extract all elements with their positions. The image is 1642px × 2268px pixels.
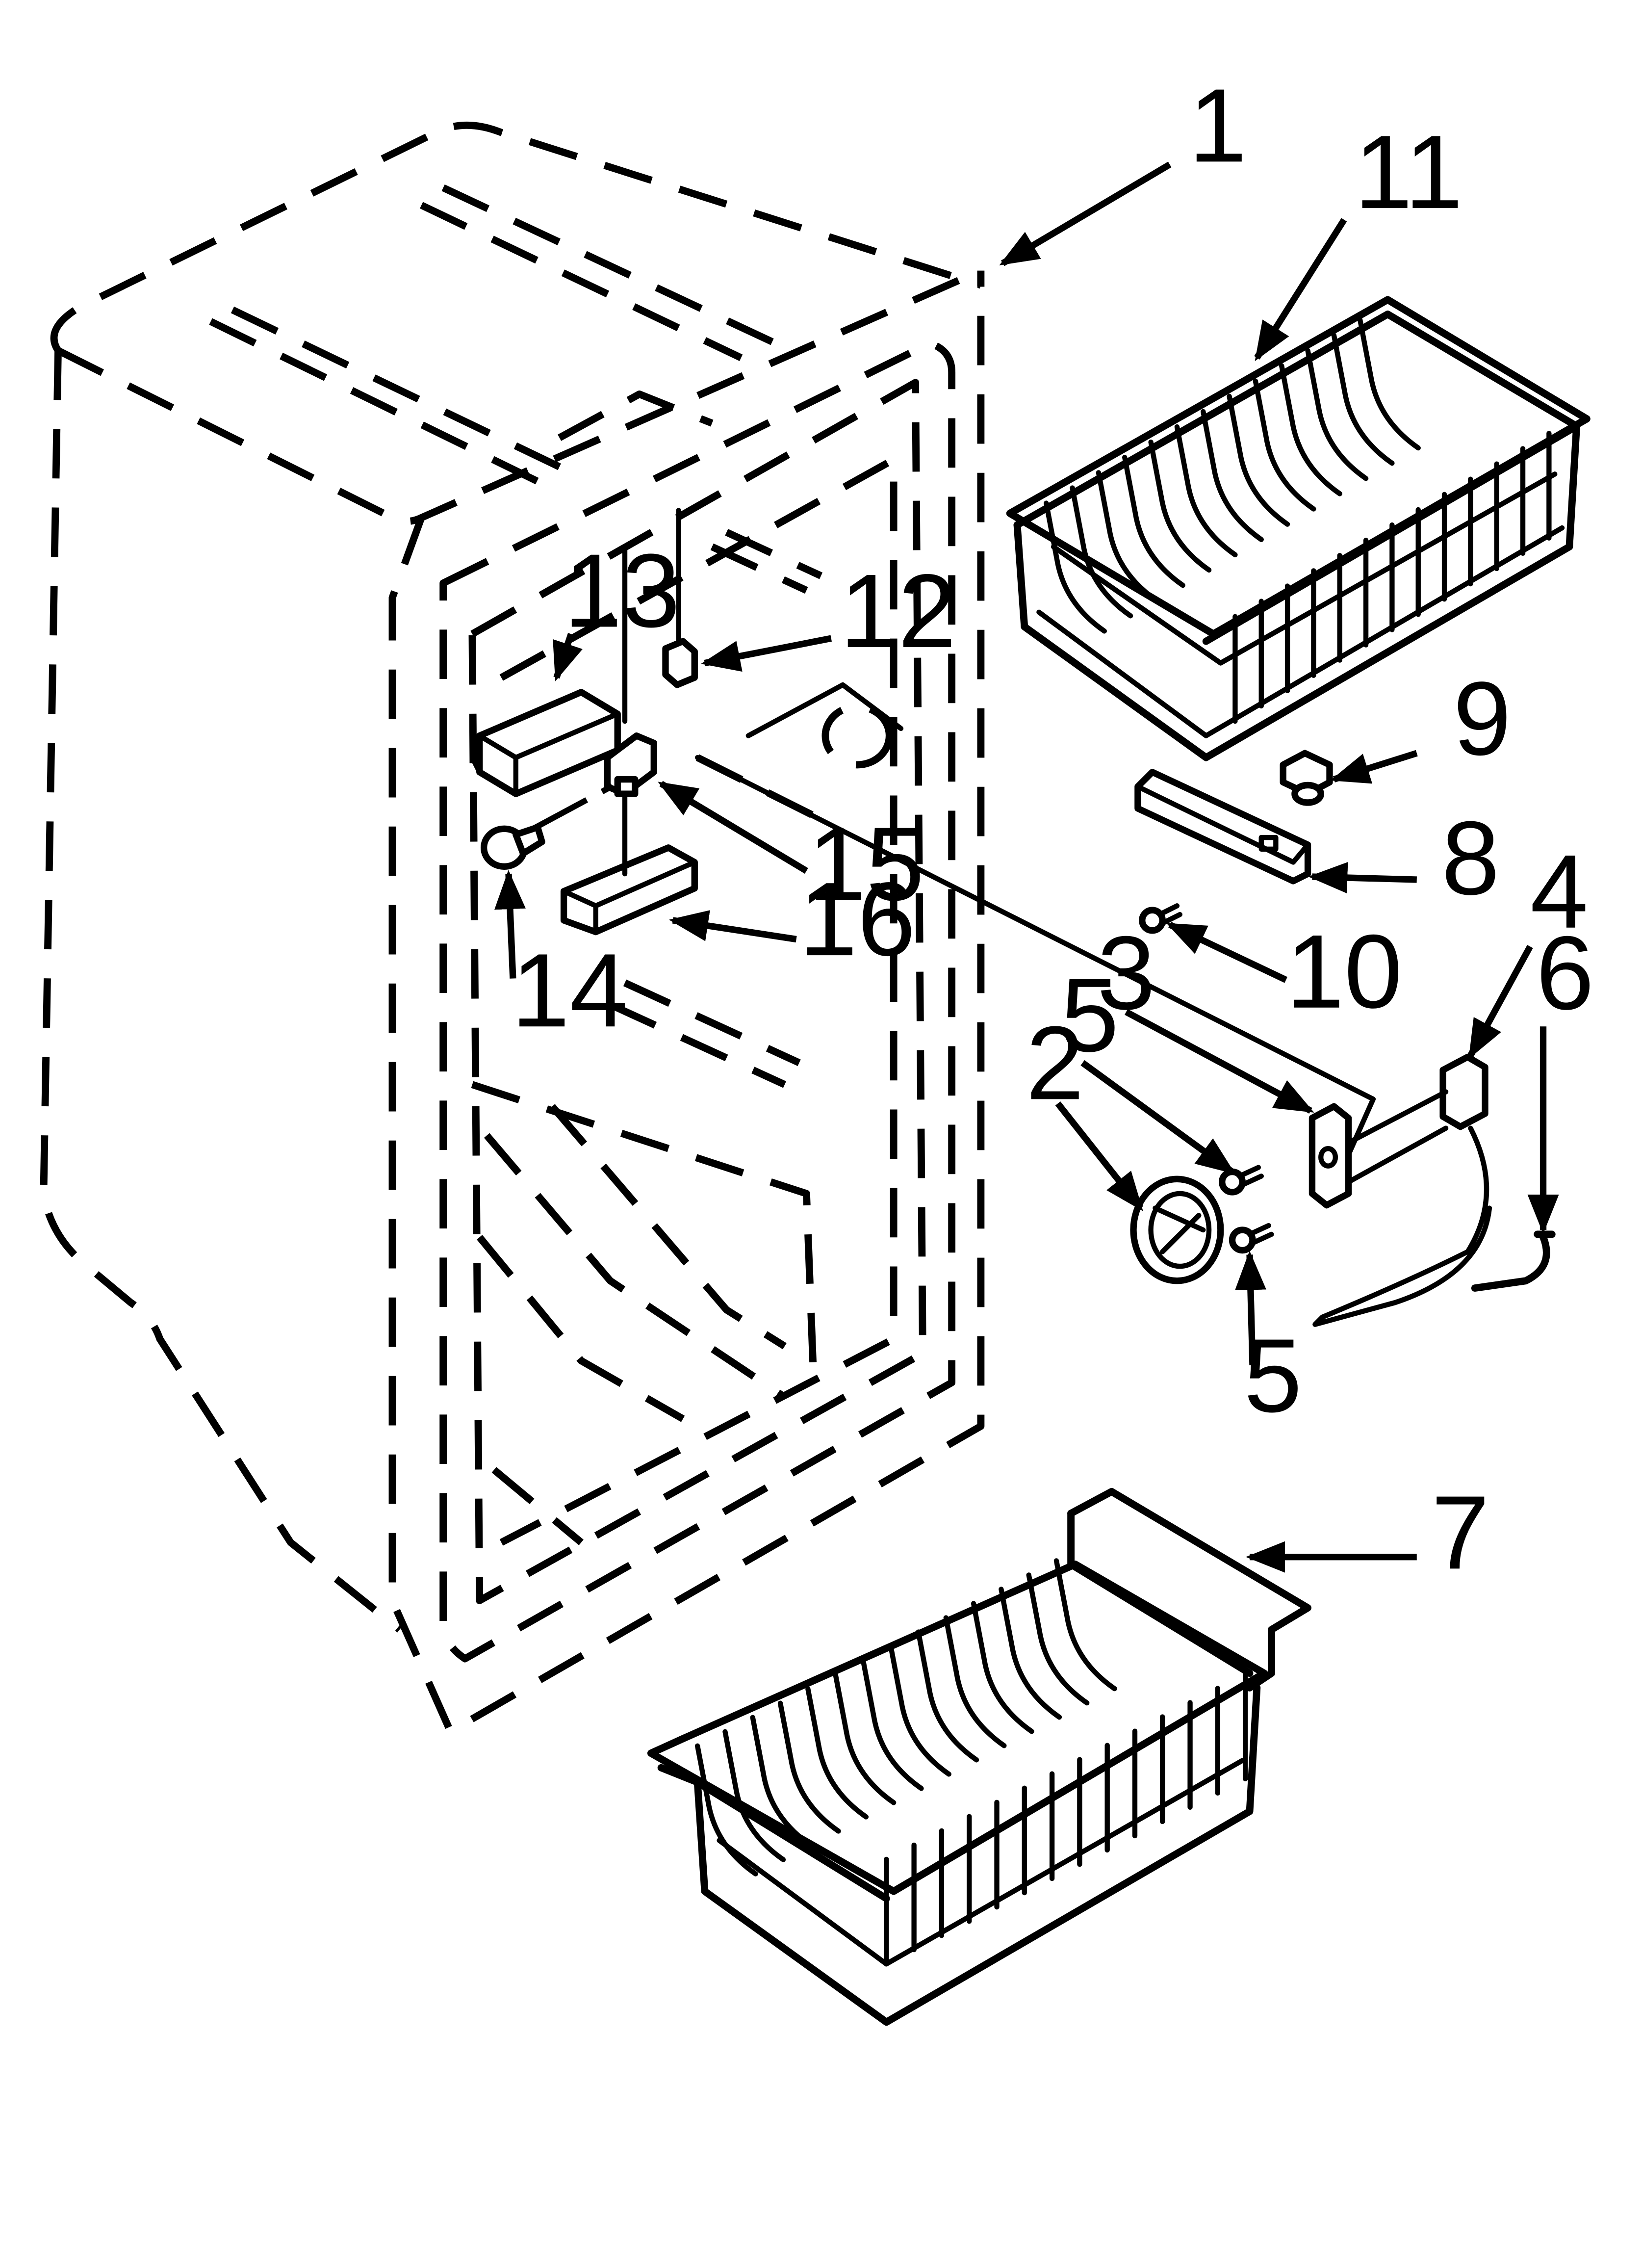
- basket-wire: [916, 1629, 979, 1763]
- basket-wire: [1358, 317, 1421, 451]
- light-housing: [469, 689, 621, 797]
- callout-labels: 1 11 13 12 9 8 15 16 10 14 4 6 3 5 2 5 7: [512, 67, 1594, 1591]
- basket-wire: [777, 1700, 841, 1834]
- callout-16: 16: [799, 861, 916, 978]
- callout-11: 11: [1354, 114, 1462, 231]
- basket-wire: [1253, 378, 1316, 512]
- callout-13: 13: [564, 532, 680, 649]
- basket-wire: [943, 1615, 1007, 1748]
- assembly-center-line: [529, 777, 626, 833]
- control-knob: [1130, 1175, 1224, 1284]
- callout-6: 6: [1536, 915, 1594, 1032]
- callout-12: 12: [840, 553, 956, 670]
- callout-5-upper: 5: [1061, 957, 1119, 1074]
- light-shield: [1134, 769, 1311, 885]
- thermostat-screw-lower: [1229, 1223, 1274, 1254]
- callout-5-lower: 5: [1244, 1317, 1302, 1434]
- upper-wire-basket: [1006, 296, 1591, 761]
- basket-wire: [999, 1587, 1062, 1720]
- cap: [1280, 750, 1333, 806]
- basket-wire: [1148, 440, 1212, 573]
- basket-wire: [1331, 333, 1395, 466]
- callout-2: 2: [1026, 1005, 1084, 1121]
- callout-7: 7: [1431, 1474, 1489, 1591]
- basket-wire: [1053, 1558, 1117, 1692]
- callout-10: 10: [1286, 913, 1402, 1030]
- basket-wire: [1305, 348, 1369, 481]
- basket-wire: [1227, 393, 1290, 527]
- basket-wire: [1070, 485, 1133, 619]
- basket-wire: [722, 1729, 786, 1862]
- callout-8: 8: [1441, 800, 1500, 917]
- callout-1: 1: [1189, 67, 1247, 184]
- callout-15: 15: [808, 806, 924, 922]
- basket-wire: [1279, 363, 1342, 496]
- callout-9: 9: [1453, 660, 1512, 777]
- basket-wire: [1201, 409, 1264, 542]
- basket-wire: [971, 1601, 1034, 1734]
- lower-wire-basket: [647, 1487, 1311, 2026]
- thermostat: [1312, 1053, 1492, 1327]
- basket-wire: [1026, 1572, 1090, 1706]
- basket-wire: [694, 1743, 758, 1877]
- thermostat-bracket: [1308, 1103, 1352, 1209]
- basket-wire: [860, 1658, 924, 1791]
- callout-14: 14: [512, 932, 628, 1049]
- screw: [1139, 903, 1183, 934]
- basket-wire: [888, 1643, 951, 1777]
- callout-3: 3: [1097, 915, 1155, 1032]
- light-bulb: [480, 824, 545, 870]
- basket-wire: [750, 1715, 814, 1848]
- basket-wire: [1122, 455, 1185, 588]
- callout-4: 4: [1530, 834, 1589, 950]
- basket-wire: [1096, 470, 1159, 603]
- mounting-bracket: [560, 791, 698, 936]
- capillary-tube: [1471, 1233, 1550, 1292]
- freezer-cabinet-outline: [40, 121, 985, 1735]
- light-switch: [662, 508, 698, 688]
- basket-wire: [1044, 500, 1107, 634]
- basket-wire: [805, 1686, 869, 1820]
- basket-wire: [833, 1672, 897, 1805]
- leader-lines: [494, 161, 1559, 1573]
- basket-wire: [1174, 424, 1238, 557]
